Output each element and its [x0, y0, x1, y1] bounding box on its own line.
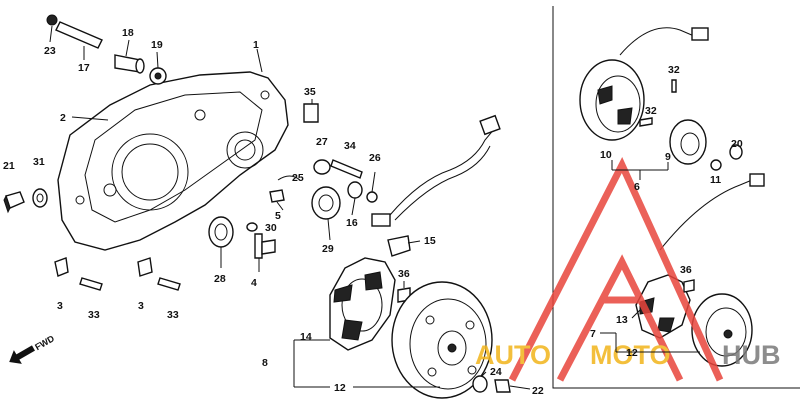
variant-pulser-base [579, 27, 709, 141]
variant-part-36-screw [683, 279, 695, 293]
part-3-clip-a [54, 257, 69, 277]
part-33-screw-a [79, 277, 103, 291]
part-35-bushing [303, 103, 319, 123]
part-27-ring [313, 159, 331, 175]
part-17-pin [46, 14, 103, 49]
part-34-bolt [330, 159, 363, 179]
watermark-text-auto: AUTO [475, 340, 551, 370]
stator-assembly [329, 114, 501, 351]
part-31-washer [32, 188, 48, 208]
variant-part-20-washer [729, 144, 743, 160]
watermark-logo [508, 156, 724, 382]
crankcase-cover [57, 71, 289, 251]
variant-part-32-screw-b [639, 117, 653, 127]
callout-3a: 3 [57, 300, 63, 312]
part-3-clip-b [137, 257, 153, 277]
callout-26: 26 [369, 152, 381, 164]
part-16-washer [347, 181, 363, 199]
callout-4: 4 [251, 277, 257, 289]
variant-part-11-nut [710, 159, 722, 171]
callout-9: 9 [665, 151, 671, 163]
callout-3b: 3 [138, 300, 144, 312]
part-28-oil-seal [208, 216, 234, 248]
flywheel-rotor [391, 281, 493, 399]
part-19-seal [149, 67, 167, 85]
fwd-indicator: FWD [9, 333, 56, 364]
callout-22: 22 [532, 385, 544, 397]
part-24-washer [472, 375, 488, 393]
callout-32b: 32 [645, 105, 657, 117]
part-5-nut [269, 189, 285, 203]
variant-part-9-rotor [669, 119, 707, 165]
callout-34: 34 [344, 140, 356, 152]
part-4-shaft [254, 233, 276, 259]
part-29-oil-seal [311, 186, 341, 220]
callout-33a: 33 [88, 309, 100, 321]
callout-32a: 32 [668, 64, 680, 76]
callout-11: 11 [710, 174, 721, 186]
callout-24: 24 [490, 366, 502, 378]
part-26-nut [366, 191, 378, 203]
callout-21: 21 [3, 160, 15, 172]
callout-1: 1 [253, 39, 259, 51]
fwd-label: FWD [33, 333, 56, 352]
callout-12a: 12 [334, 382, 346, 394]
callout-29: 29 [322, 243, 334, 255]
callout-10: 10 [600, 149, 612, 161]
part-30-washer [246, 222, 258, 232]
callout-30: 30 [265, 222, 277, 234]
part-33-screw-b [157, 277, 181, 291]
callout-25: 25 [292, 172, 304, 184]
callout-28: 28 [214, 273, 226, 285]
callout-23: 23 [44, 45, 56, 57]
callout-2: 2 [60, 112, 66, 124]
part-15-clamp [387, 235, 411, 257]
automotohub-watermark: AUTO MOTO HUB [475, 156, 781, 382]
part-18-shaft [114, 54, 145, 74]
callout-31: 31 [33, 156, 45, 168]
callout-6: 6 [634, 181, 640, 193]
callout-14: 14 [300, 331, 312, 343]
callout-8: 8 [262, 357, 268, 369]
callout-35: 35 [304, 86, 316, 98]
leader-lines [49, 25, 700, 390]
variant-part-32-screw-a [671, 79, 677, 93]
callout-15: 15 [424, 235, 436, 247]
callout-18: 18 [122, 27, 134, 39]
part-21-bolt [3, 191, 25, 214]
watermark-text-moto: MOTO [590, 340, 671, 370]
callout-7: 7 [590, 328, 596, 340]
callout-20: 20 [731, 138, 743, 150]
callout-13: 13 [616, 314, 628, 326]
callout-labels: 1 2 3 3 4 5 6 7 8 9 10 11 12 12 13 14 15… [3, 27, 743, 397]
part-22-nut [494, 379, 511, 393]
variant-divider [552, 6, 800, 389]
callout-12b: 12 [626, 347, 638, 359]
callout-16: 16 [346, 217, 358, 229]
watermark-text-hub: HUB [722, 340, 781, 370]
part-25-clip [277, 175, 301, 181]
callout-36b: 36 [680, 264, 692, 276]
callout-27: 27 [316, 136, 328, 148]
callout-5: 5 [275, 210, 281, 222]
callout-36a: 36 [398, 268, 410, 280]
callout-33b: 33 [167, 309, 179, 321]
callout-17: 17 [78, 62, 90, 74]
fwd-arrow-icon [9, 345, 35, 364]
callout-19: 19 [151, 39, 163, 51]
